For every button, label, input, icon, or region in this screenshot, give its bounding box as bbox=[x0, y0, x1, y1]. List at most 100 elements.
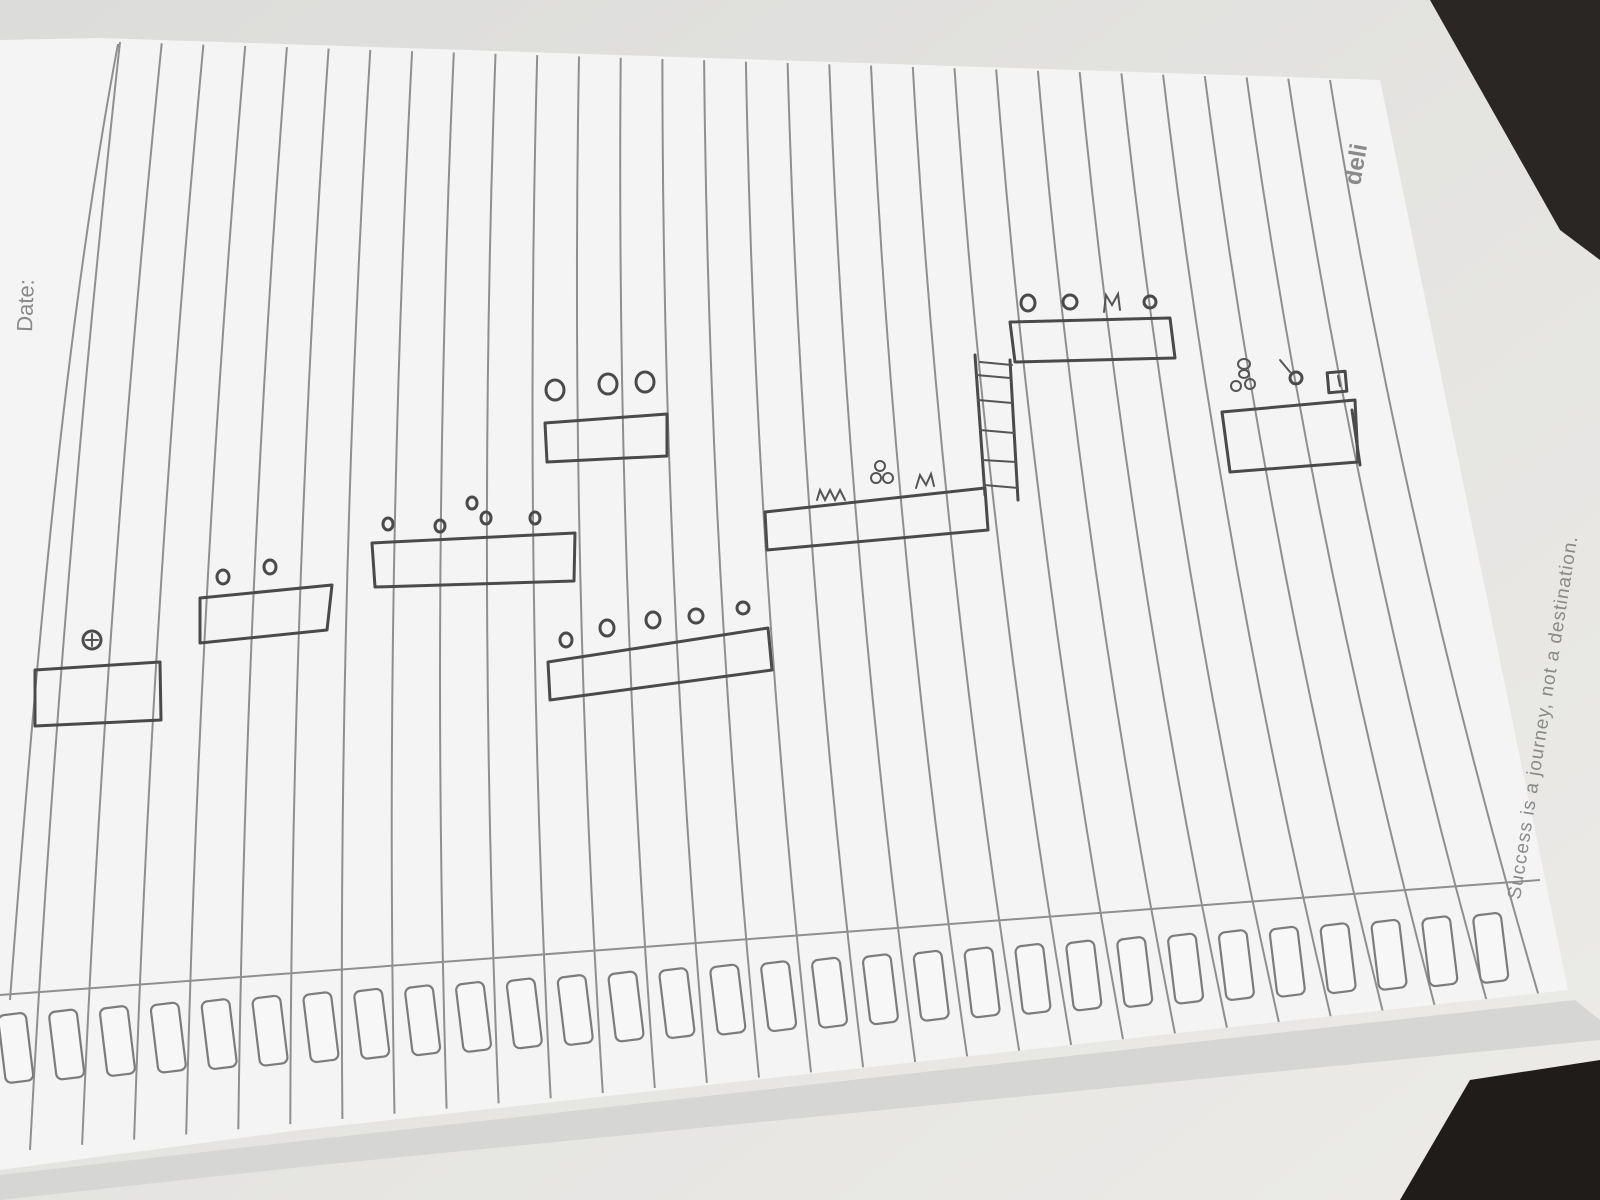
rule-line bbox=[744, 61, 812, 1073]
rule-line bbox=[29, 41, 121, 1151]
rule-line bbox=[1203, 75, 1385, 1016]
footer-cell bbox=[302, 991, 340, 1064]
enemy-icon bbox=[1103, 290, 1121, 313]
rule-line bbox=[575, 56, 604, 1094]
rule-line bbox=[340, 49, 372, 1120]
footer-cell bbox=[1421, 915, 1459, 988]
key-icon bbox=[1279, 359, 1304, 386]
platform-8 bbox=[1220, 398, 1360, 474]
margin-line bbox=[9, 43, 119, 1001]
coin-icon bbox=[1019, 293, 1037, 313]
rule-line bbox=[828, 64, 917, 1063]
rule-line bbox=[1329, 79, 1541, 1001]
coin-icon bbox=[644, 610, 662, 630]
ladder-icon bbox=[973, 353, 1020, 502]
platform-2 bbox=[198, 583, 334, 645]
footer-cell bbox=[658, 967, 696, 1039]
platform-4 bbox=[543, 412, 669, 464]
footer-cell bbox=[709, 963, 747, 1036]
rule-line bbox=[1036, 70, 1177, 1037]
rule-line bbox=[911, 66, 1021, 1052]
player-icon bbox=[81, 629, 103, 651]
coin-cluster-icon bbox=[1230, 358, 1256, 392]
coin-icon bbox=[262, 558, 278, 576]
rule-line bbox=[439, 52, 455, 1109]
footer-cell bbox=[556, 974, 594, 1046]
footer-cells bbox=[0, 912, 1510, 1084]
rule-line bbox=[237, 47, 288, 1130]
footer-cell bbox=[861, 953, 899, 1026]
level-sketch bbox=[33, 290, 1362, 728]
rule-line bbox=[1162, 74, 1333, 1021]
footer-cell bbox=[607, 970, 645, 1043]
coin-cluster-icon bbox=[870, 460, 894, 484]
coin-icon bbox=[1142, 294, 1158, 310]
footer-cell bbox=[1116, 936, 1154, 1008]
exit-door-icon bbox=[1325, 369, 1349, 395]
coin-icon bbox=[544, 378, 566, 402]
rule-line bbox=[1287, 78, 1489, 1006]
footer-cell bbox=[48, 1008, 86, 1081]
rule-line bbox=[703, 60, 760, 1078]
footer-cell bbox=[1319, 922, 1357, 995]
date-label: Date: bbox=[12, 279, 39, 332]
footer-cell bbox=[1472, 912, 1510, 984]
footer-divider bbox=[0, 879, 1541, 996]
desk-shadow-right bbox=[1430, 0, 1600, 260]
rule-line bbox=[390, 51, 414, 1114]
footer-cell bbox=[98, 1005, 136, 1077]
platform-5 bbox=[546, 626, 774, 702]
coin-icon bbox=[433, 518, 447, 534]
coin-icon bbox=[381, 516, 395, 532]
footer-cell bbox=[200, 998, 238, 1070]
coin-icon bbox=[598, 618, 616, 638]
footer-cell bbox=[353, 987, 391, 1060]
rule-line bbox=[870, 65, 969, 1058]
ruled-lines bbox=[29, 41, 1541, 1151]
rule-line bbox=[485, 53, 500, 1104]
rule-line bbox=[185, 45, 247, 1135]
enemy-icon bbox=[816, 487, 846, 503]
footer-cell bbox=[1370, 918, 1408, 991]
coin-icon bbox=[687, 607, 705, 625]
footer-cell bbox=[963, 946, 1001, 1019]
rule-line bbox=[1078, 72, 1229, 1032]
coin-icon bbox=[465, 495, 479, 511]
footer-cell bbox=[149, 1001, 187, 1074]
footer-cell bbox=[1167, 932, 1205, 1005]
enemy-icon bbox=[915, 470, 935, 489]
rule-line bbox=[953, 68, 1073, 1047]
footer-cell bbox=[811, 956, 849, 1029]
paper-stack bbox=[0, 1000, 1600, 1200]
footer-cell bbox=[1065, 939, 1103, 1012]
coin-icon bbox=[528, 510, 542, 526]
rule-line bbox=[81, 43, 163, 1145]
coin-icon bbox=[1061, 293, 1079, 311]
coin-icon bbox=[558, 631, 574, 649]
coin-icon bbox=[597, 372, 619, 396]
coin-icon bbox=[634, 370, 656, 394]
wall-line bbox=[1350, 408, 1362, 467]
footer-cell bbox=[1217, 929, 1255, 1001]
footer-cell bbox=[912, 949, 950, 1022]
footer-cell bbox=[455, 981, 493, 1053]
footer-cell bbox=[1014, 943, 1052, 1015]
footer-cell bbox=[505, 977, 543, 1050]
platform-3 bbox=[370, 531, 577, 589]
rule-line bbox=[661, 58, 708, 1083]
platform-1 bbox=[33, 660, 163, 728]
footer-cell bbox=[0, 1012, 35, 1084]
platform-6 bbox=[763, 486, 990, 552]
coin-icon bbox=[735, 600, 751, 616]
rule-line bbox=[1245, 77, 1437, 1011]
rule-line bbox=[1120, 73, 1281, 1027]
rule-line bbox=[619, 57, 656, 1088]
footer-cell bbox=[1268, 925, 1306, 998]
rule-line bbox=[531, 55, 552, 1099]
footer-cell bbox=[404, 984, 442, 1057]
rule-line bbox=[133, 44, 205, 1140]
desk-object-bottom-right bbox=[1400, 1060, 1600, 1200]
footer-cell bbox=[760, 960, 798, 1033]
rule-line bbox=[289, 48, 330, 1125]
